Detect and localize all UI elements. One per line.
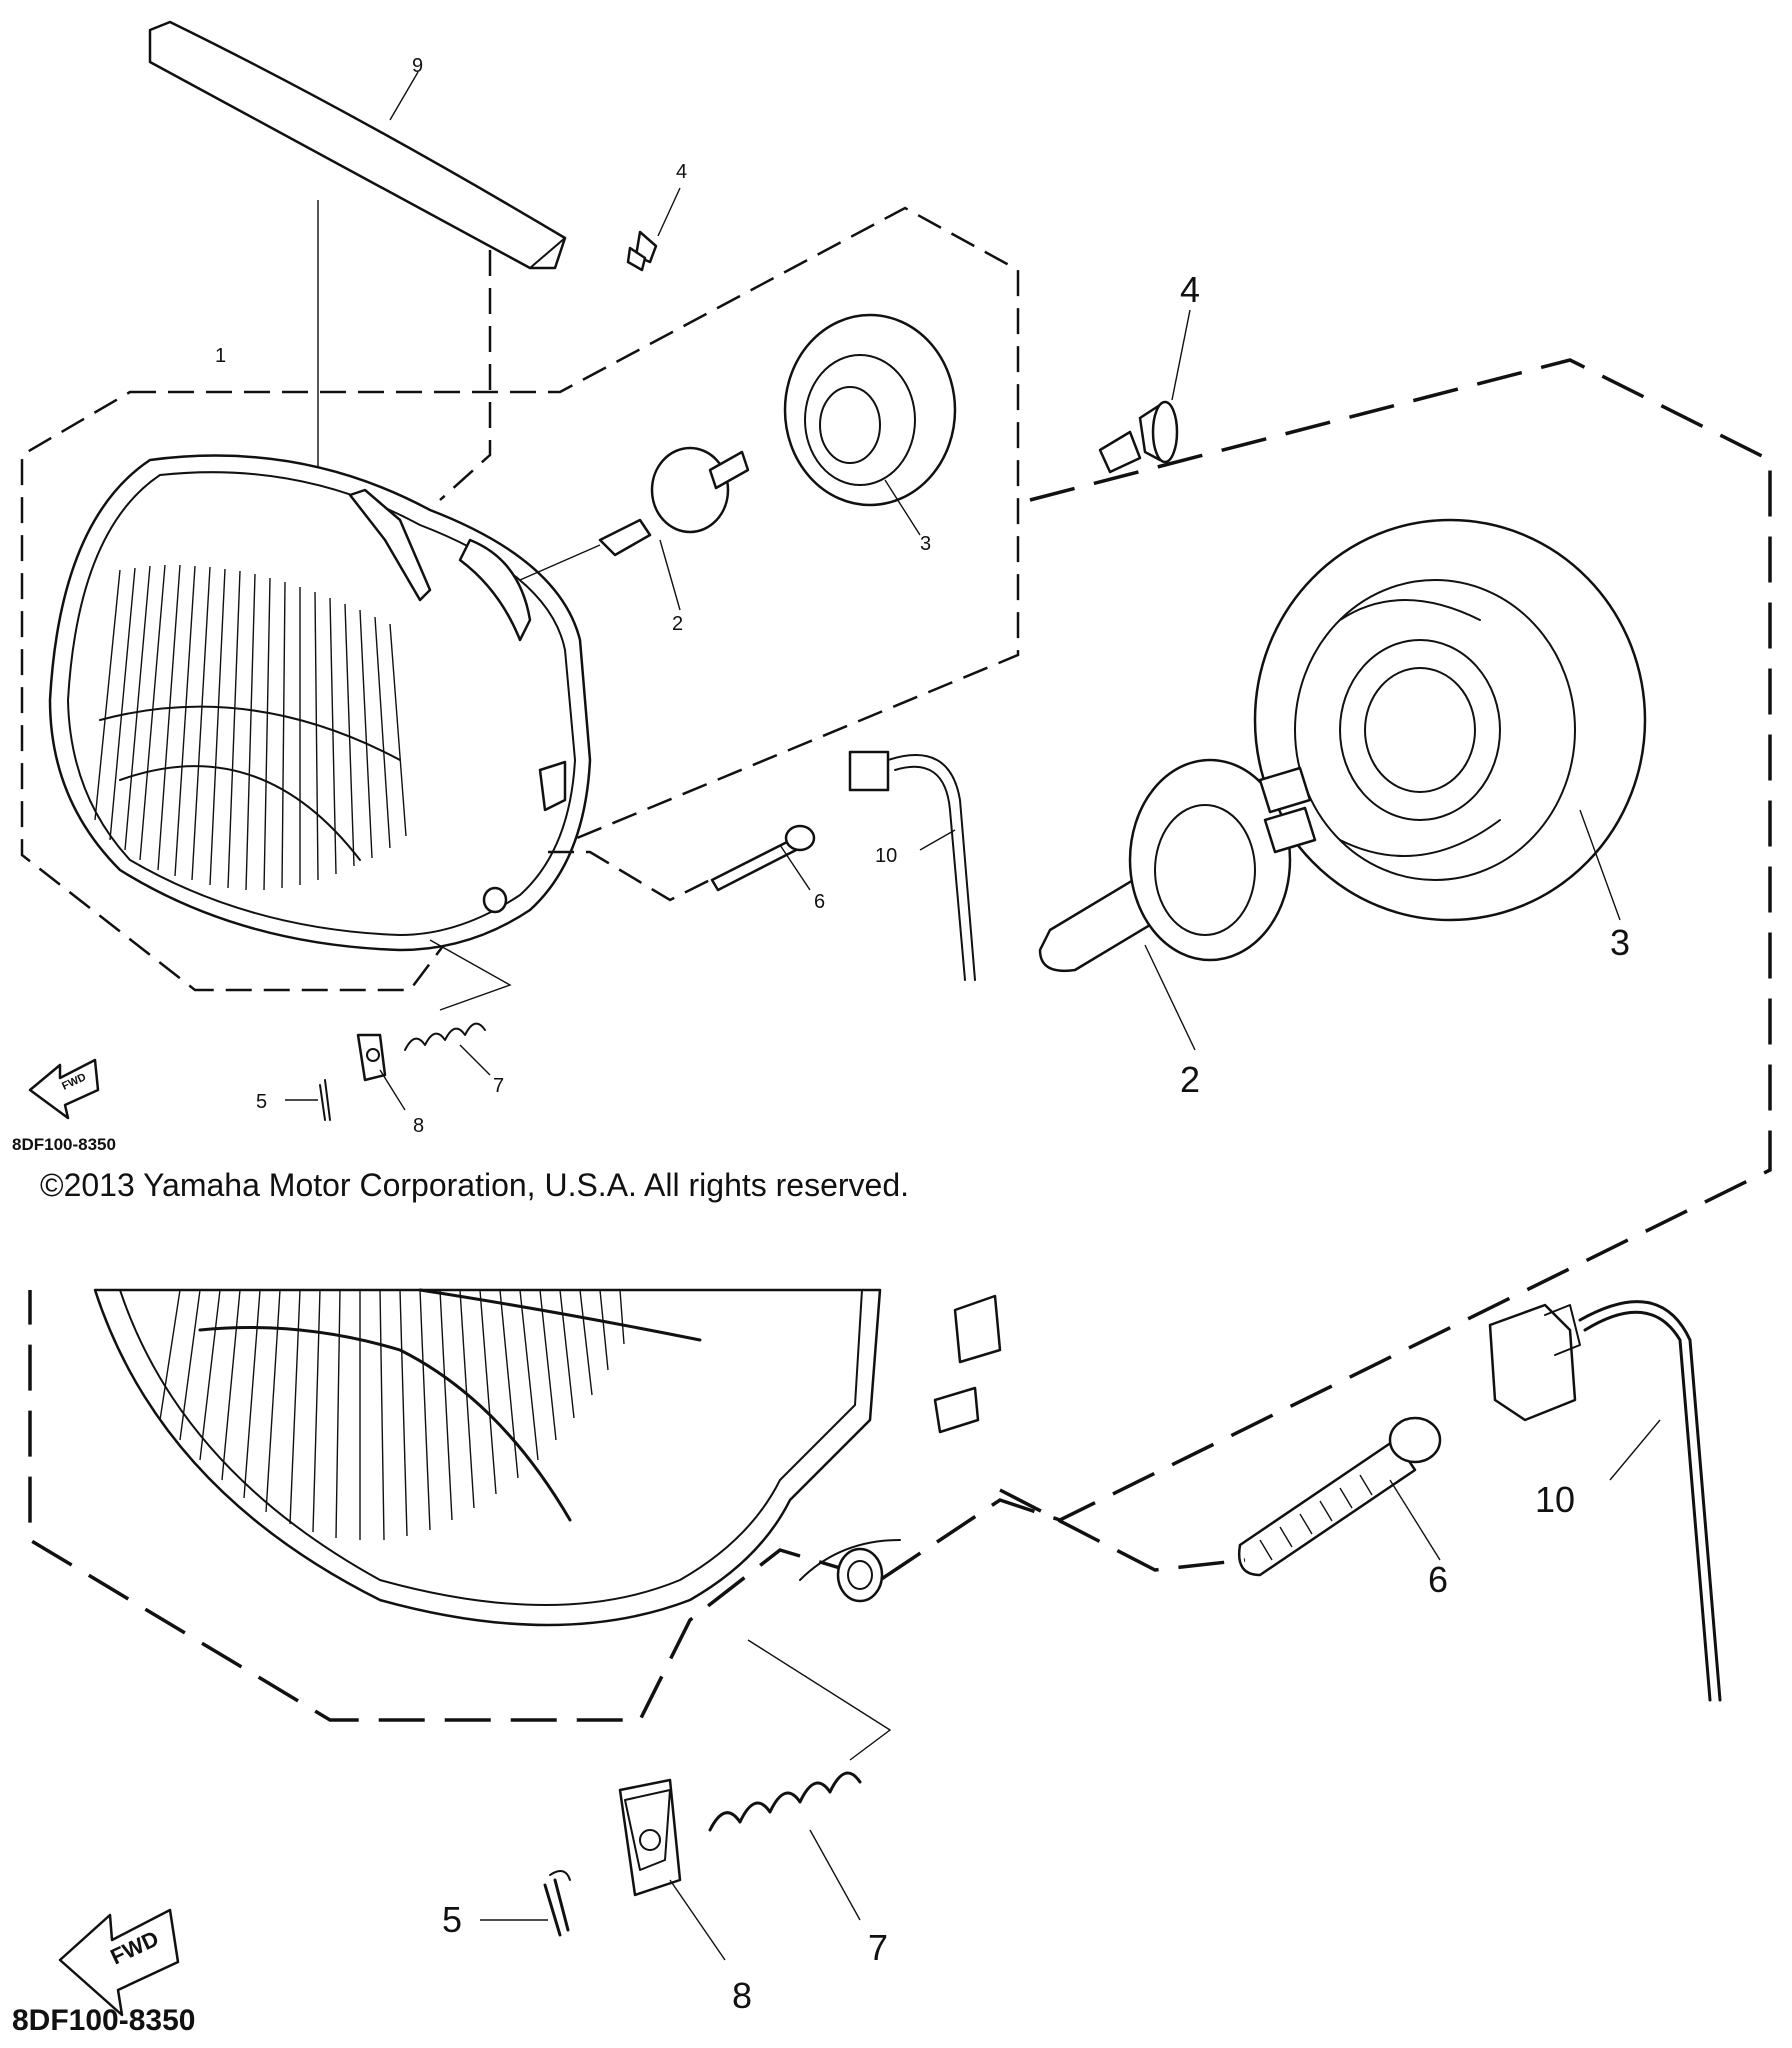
copyright-band bbox=[0, 1160, 1030, 1230]
large-diagram: FWD 4 3 2 10 6 7 5 8 8DF100-8350 bbox=[12, 269, 1772, 2037]
callout-8-large: 8 bbox=[732, 1975, 752, 2016]
diagram-code-small: 8DF100-8350 bbox=[12, 1135, 116, 1154]
callout-7-small: 7 bbox=[493, 1075, 504, 1097]
callout-2-large: 2 bbox=[1180, 1059, 1200, 1100]
part-4-grommet-large bbox=[1098, 309, 1191, 474]
fwd-arrow-large: FWD bbox=[58, 1908, 180, 2017]
callout-2-small: 2 bbox=[672, 613, 683, 635]
part-2-bulb-small bbox=[519, 446, 750, 611]
callout-3-small: 3 bbox=[920, 533, 931, 555]
part-2-bulb-large bbox=[1038, 758, 1317, 1051]
part-10-wire-small bbox=[848, 750, 976, 981]
callout-10-large: 10 bbox=[1535, 1479, 1575, 1520]
callout-4-large: 4 bbox=[1180, 269, 1200, 310]
assembly-outline-2 bbox=[439, 250, 492, 501]
callout-10-small: 10 bbox=[875, 845, 897, 867]
callout-7-large: 7 bbox=[868, 1927, 888, 1968]
callout-6-small: 6 bbox=[814, 891, 825, 913]
part-5-pin-small bbox=[285, 1079, 331, 1121]
part-10-wire-large bbox=[1488, 1300, 1722, 1702]
callout-1-small: 1 bbox=[215, 345, 226, 367]
part-7-spring-small bbox=[404, 1022, 491, 1076]
part-4-grommet-small bbox=[626, 187, 681, 272]
part-8-clip-small bbox=[356, 1033, 406, 1111]
callout-9-small: 9 bbox=[412, 55, 423, 77]
part-7-spring-large bbox=[708, 1771, 862, 1921]
part-6-bolt-small bbox=[710, 824, 816, 892]
part-1-headlight-small bbox=[48, 454, 592, 952]
part-8-clip-large bbox=[618, 1778, 726, 1961]
callout-3-large: 3 bbox=[1610, 922, 1630, 963]
fwd-arrow-small: FWD bbox=[28, 1058, 100, 1120]
large-assembly-outline bbox=[28, 358, 1772, 1722]
part-3-cover-large bbox=[1253, 518, 1647, 922]
callout-4-small: 4 bbox=[676, 161, 687, 183]
callout-5-large: 5 bbox=[442, 1899, 462, 1940]
callout-5-small: 5 bbox=[256, 1091, 267, 1113]
part-3-cover-small bbox=[783, 313, 957, 536]
part-5-pin-large bbox=[480, 1870, 571, 1937]
callout-8-small: 8 bbox=[413, 1115, 424, 1137]
callout-6-large: 6 bbox=[1428, 1559, 1448, 1600]
diagram-code-large: 8DF100-8350 bbox=[12, 2004, 195, 2037]
assembly-outline-1 bbox=[20, 206, 1020, 992]
copyright-notice: ©2013 Yamaha Motor Corporation, U.S.A. A… bbox=[40, 1167, 909, 1203]
top-diagram: FWD 9 4 1 2 3 10 6 7 5 8 8DF100-8350 bbox=[12, 20, 1020, 1154]
part-6-bolt-large bbox=[1237, 1416, 1442, 1577]
part-1-headlight-large bbox=[93, 1288, 1002, 1627]
